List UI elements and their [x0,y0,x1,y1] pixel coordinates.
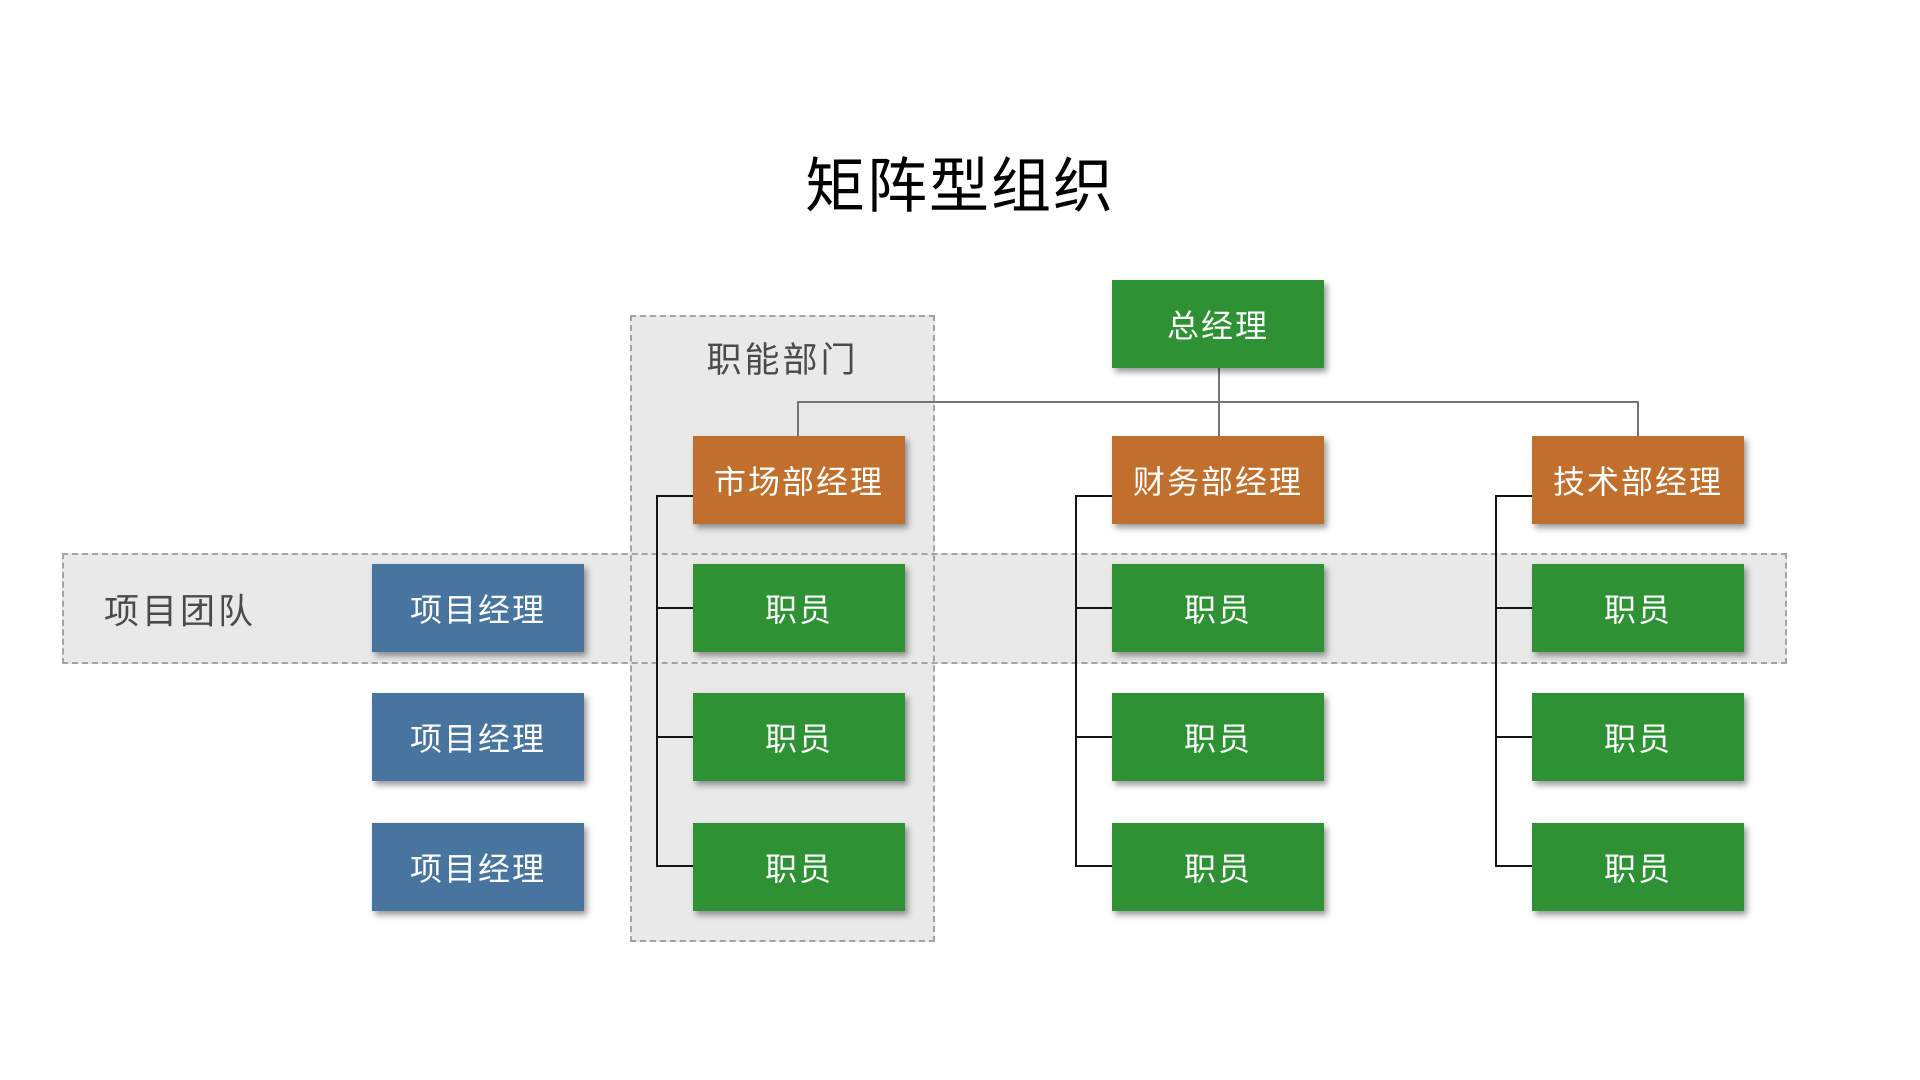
connector-gm-drop [1218,368,1220,402]
connector-col2-staff2-stub [1075,736,1112,738]
node-finance-manager: 财务部经理 [1112,436,1324,524]
project-team-zone: 项目团队 [62,553,1787,664]
node-staff-c1-r3: 职员 [693,823,905,911]
connector-col3-staff2-stub [1495,736,1532,738]
node-staff-c2-r1: 职员 [1112,564,1324,652]
connector-col1-manager-stub [656,495,693,497]
connector-col3-vertical [1495,495,1497,867]
connector-col2-vertical [1075,495,1077,867]
page-title: 矩阵型组织 [805,153,1115,220]
node-staff-c3-r3: 职员 [1532,823,1744,911]
node-staff-c1-r2: 职员 [693,693,905,781]
node-marketing-manager: 市场部经理 [693,436,905,524]
node-project-manager-2: 项目经理 [372,693,584,781]
node-project-manager-1: 项目经理 [372,564,584,652]
connector-col1-vertical [656,495,658,867]
connector-col1-staff3-stub [656,865,693,867]
node-staff-c1-r1: 职员 [693,564,905,652]
node-general-manager: 总经理 [1112,280,1324,368]
connector-gm-horizontal [797,401,1639,403]
connector-col3-staff1-stub [1495,607,1532,609]
connector-col2-staff1-stub [1075,607,1112,609]
connector-stub-tech [1637,403,1639,436]
connector-col1-staff2-stub [656,736,693,738]
connector-col2-staff3-stub [1075,865,1112,867]
connector-col3-staff3-stub [1495,865,1532,867]
project-team-zone-label: 项目团队 [104,592,257,631]
node-staff-c3-r1: 职员 [1532,564,1744,652]
connector-col3-manager-stub [1495,495,1532,497]
connector-col1-staff1-stub [656,607,693,609]
functional-zone: 职能部门 [630,315,935,942]
connector-stub-marketing [797,403,799,436]
node-staff-c2-r2: 职员 [1112,693,1324,781]
connector-stub-finance [1218,403,1220,436]
connector-col2-manager-stub [1075,495,1112,497]
functional-zone-label: 职能部门 [706,341,859,380]
node-staff-c3-r2: 职员 [1532,693,1744,781]
node-tech-manager: 技术部经理 [1532,436,1744,524]
node-staff-c2-r3: 职员 [1112,823,1324,911]
node-project-manager-3: 项目经理 [372,823,584,911]
